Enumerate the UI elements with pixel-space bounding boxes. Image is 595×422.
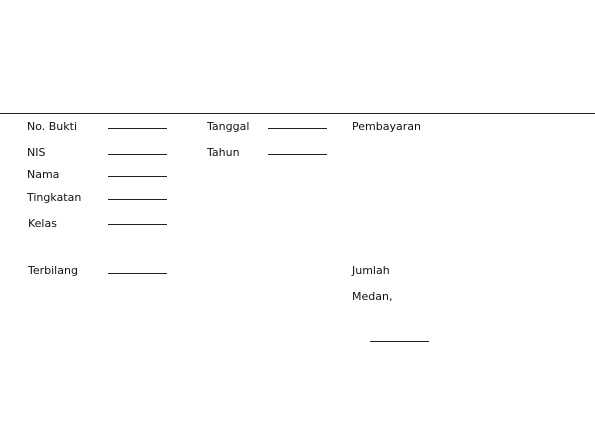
place-label: Medan, xyxy=(352,290,393,303)
label-tanggal: Tanggal xyxy=(207,120,250,133)
no-bukti-blank xyxy=(108,128,167,129)
label-tahun: Tahun xyxy=(207,146,240,159)
nis-blank xyxy=(108,154,167,155)
label-jumlah: Jumlah xyxy=(352,264,390,277)
label-no-bukti: No. Bukti xyxy=(27,120,78,133)
header-divider xyxy=(0,113,595,114)
tingkatan-blank xyxy=(108,199,167,200)
signature-line xyxy=(370,341,429,342)
tanggal-blank xyxy=(268,128,327,129)
label-tingkatan: Tingkatan xyxy=(27,191,82,204)
label-pembayaran: Pembayaran xyxy=(352,120,421,133)
label-nama: Nama xyxy=(27,168,60,181)
kelas-blank xyxy=(108,224,167,225)
label-nis: NIS xyxy=(27,146,46,159)
nama-blank xyxy=(108,176,167,177)
terbilang-blank xyxy=(108,273,167,274)
tahun-blank xyxy=(268,154,327,155)
label-kelas: Kelas xyxy=(28,217,57,230)
label-terbilang: Terbilang xyxy=(28,264,78,277)
